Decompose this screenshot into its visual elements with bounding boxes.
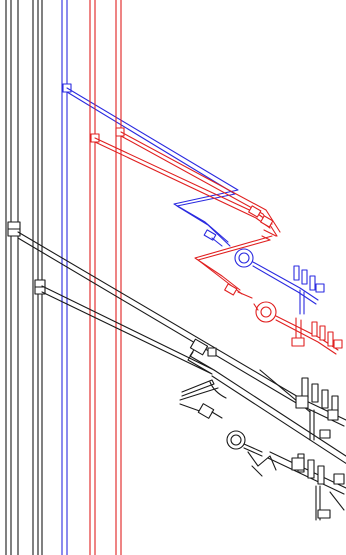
drain-manifold-upper — [295, 377, 346, 441]
hot-water-valves-upper — [248, 205, 277, 241]
drain-riser-3 — [32, 0, 39, 555]
drain-branch-lower — [41, 285, 217, 375]
drain-fitting-upper — [7, 221, 21, 237]
cold-water-valve-1 — [203, 229, 223, 247]
hot-water-tee-2 — [115, 127, 125, 137]
hot-water-branch-2 — [120, 131, 281, 237]
cold-water-manifold — [252, 261, 325, 315]
drain-risers — [5, 0, 43, 555]
hot-water-riser-2 — [115, 0, 122, 555]
cold-water-meter — [234, 248, 254, 268]
hot-water-manifold — [275, 315, 343, 355]
drain-riser-1 — [5, 0, 12, 555]
drain-trap — [247, 451, 277, 477]
drain-s-curve — [179, 379, 223, 419]
drain-branch-upper — [17, 231, 301, 405]
hot-water-system — [89, 0, 343, 555]
drain-loop — [211, 369, 346, 465]
hot-water-loop — [194, 235, 273, 295]
drain-elbow — [209, 369, 311, 413]
hot-water-branch-1 — [94, 137, 273, 229]
cold-water-system — [61, 0, 325, 555]
drain-system — [7, 221, 346, 521]
drain-manifold-lower — [267, 451, 346, 521]
cold-water-riser — [61, 0, 68, 555]
cold-water-branch — [66, 87, 239, 247]
hot-water-valve-2 — [224, 283, 253, 299]
drain-pump — [226, 430, 263, 457]
hot-water-pump — [253, 301, 277, 323]
